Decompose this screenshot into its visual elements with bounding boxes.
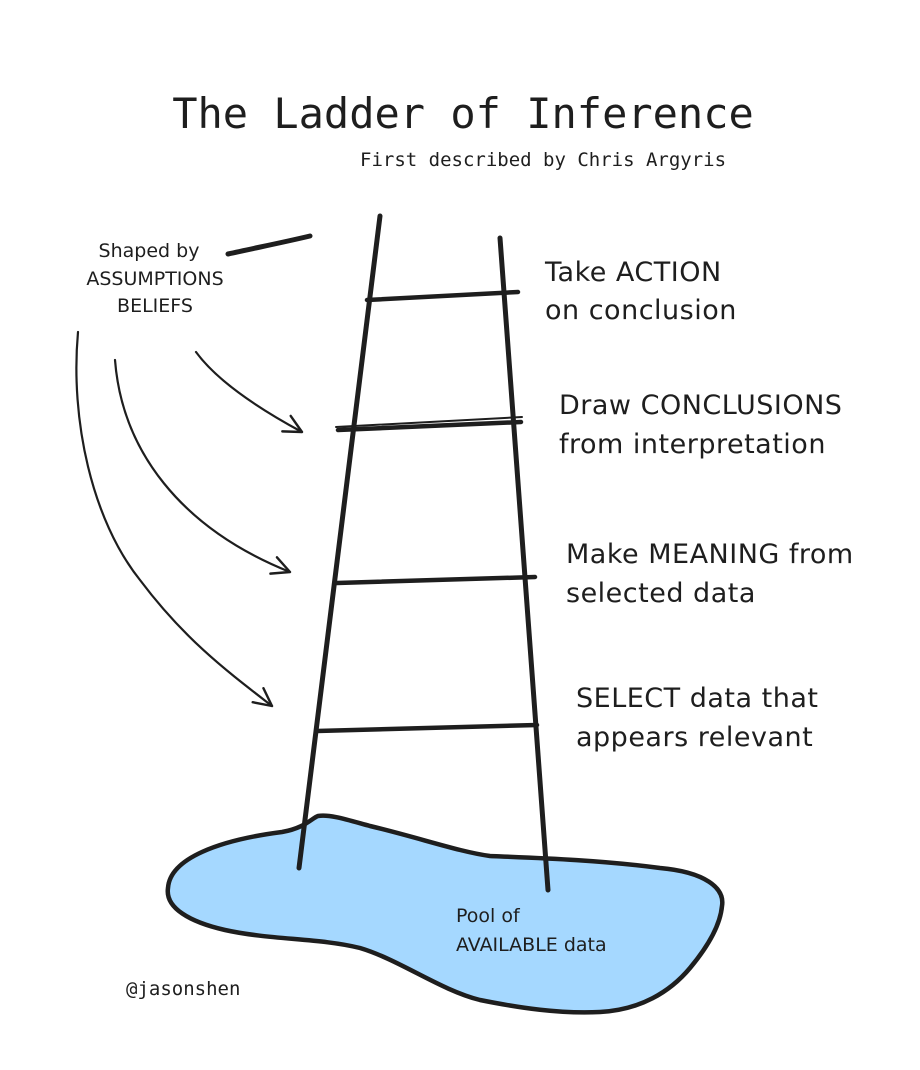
ladder-left-rail xyxy=(296,213,383,871)
influence-label-line-3: BELIEFS xyxy=(117,295,193,317)
ladder-rung-second-echo xyxy=(335,416,523,428)
rung-label-select-line-1: SELECT data that xyxy=(576,683,818,714)
rung-label-meaning-line-1: Make MEANING from xyxy=(566,539,854,570)
data-pool xyxy=(165,813,725,1015)
rung-label-meaning-line-2: selected data xyxy=(566,578,756,609)
ladder-rung-third xyxy=(334,574,538,586)
rung-label-action-line-1: Take ACTION xyxy=(544,257,722,288)
author-credit: @jasonshen xyxy=(126,978,240,1000)
rung-label-select-line-2: appears relevant xyxy=(576,722,813,753)
influence-arrow-select xyxy=(75,330,274,708)
ladder-rung-bottom xyxy=(314,722,540,734)
ladder-right-rail xyxy=(497,235,551,893)
influence-arrow-conclusions xyxy=(194,350,304,434)
rung-label-conclusions-line-1: Draw CONCLUSIONS xyxy=(559,390,842,421)
page-subtitle: First described by Chris Argyris xyxy=(360,149,726,171)
influence-arrow-meaning xyxy=(113,358,292,575)
ladder-rung-top xyxy=(364,289,521,303)
rung-label-action-line-2: on conclusion xyxy=(545,295,737,326)
pool-label-line-1: Pool of xyxy=(456,905,521,927)
influence-label-line-1: Shaped by xyxy=(99,240,200,262)
page-title: The Ladder of Inference xyxy=(172,89,754,138)
influence-label-line-2: ASSUMPTIONS xyxy=(86,268,223,290)
influence-pointer-line xyxy=(225,233,313,257)
pool-label-line-2: AVAILABLE data xyxy=(456,934,607,956)
ladder-rung-second xyxy=(335,419,524,433)
rung-label-conclusions-line-2: from interpretation xyxy=(559,429,826,460)
